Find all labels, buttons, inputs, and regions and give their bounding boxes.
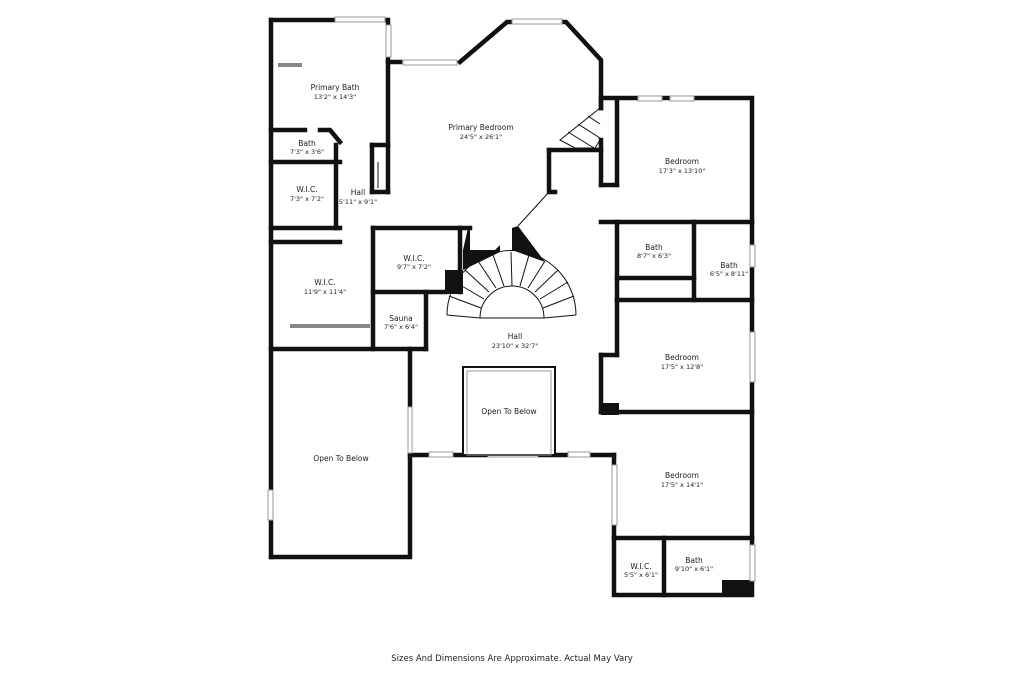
room-dims: 9'7" x 7'2" — [397, 263, 431, 271]
room-name: W.I.C. — [403, 254, 424, 263]
room-dims: 17'5" x 12'8" — [661, 363, 703, 371]
room-name: W.I.C. — [296, 185, 317, 194]
room-name: Bath — [645, 243, 663, 252]
room-dims: 7'3" x 3'6" — [290, 148, 324, 156]
curved-staircase — [446, 191, 577, 319]
room-dims: 8'7" x 6'3" — [637, 252, 671, 260]
open-to-below-label: Open To Below — [481, 407, 536, 416]
room-name: W.I.C. — [314, 278, 335, 287]
room-dims: 6'5" x 8'11" — [710, 270, 748, 278]
room-dims: 5'5" x 6'1" — [624, 571, 658, 579]
disclaimer-text: Sizes And Dimensions Are Approximate. Ac… — [391, 654, 633, 664]
room-name: Bath — [298, 139, 316, 148]
exterior-walls — [268, 17, 755, 598]
fixtures — [278, 63, 601, 328]
room-dims: 11'9" x 11'4" — [304, 288, 346, 296]
room-dims: 7'6" x 6'4" — [384, 323, 418, 331]
solid-structure — [445, 226, 752, 595]
room-name: Bath — [685, 556, 703, 565]
room-name: Hall — [508, 332, 522, 341]
room-name: Bedroom — [665, 471, 699, 480]
open-to-below-label: Open To Below — [313, 454, 368, 463]
room-dims: 13'2" x 14'3" — [314, 93, 356, 101]
open-to-below-center — [462, 366, 556, 456]
room-name: Bath — [720, 261, 738, 270]
room-dims: 9'10" x 6'1" — [675, 565, 713, 573]
room-dims: 17'5" x 14'1" — [661, 481, 703, 489]
room-name: Primary Bath — [311, 83, 360, 92]
room-name: Bedroom — [665, 157, 699, 166]
room-name: Hall — [351, 188, 365, 197]
room-dims: 17'3" x 13'10" — [659, 167, 705, 175]
room-name: Bedroom — [665, 353, 699, 362]
room-name: W.I.C. — [630, 562, 651, 571]
room-dims: 24'5" x 26'1" — [460, 133, 502, 141]
room-name: Sauna — [389, 314, 412, 323]
room-dims: 23'10" x 32'7" — [492, 342, 538, 350]
room-name: Primary Bedroom — [448, 123, 513, 132]
room-dims: 5'11" x 9'1" — [339, 198, 377, 206]
room-labels: Primary Bath 13'2" x 14'3" Bath 7'3" x 3… — [290, 83, 748, 579]
interior-walls — [268, 59, 604, 352]
room-dims: 7'3" x 7'2" — [290, 195, 324, 203]
